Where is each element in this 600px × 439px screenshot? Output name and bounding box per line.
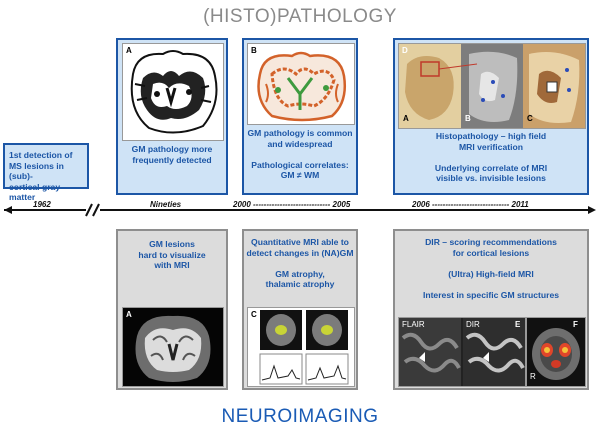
i1-text-2: with MRI <box>154 260 190 270</box>
timeline-label-1962: 1962 <box>33 200 51 209</box>
mri-coronal-slice: A <box>122 307 224 387</box>
sublabel-b: B <box>465 114 471 123</box>
p2-text-2 <box>244 149 356 160</box>
p3-text-4: visible vs. invisible lesions <box>436 173 546 183</box>
timeline-axis <box>4 203 596 217</box>
pathology-box-nineties: A GM pathology more frequently detected <box>116 38 228 195</box>
i2-text-2 <box>244 258 356 269</box>
p2-text-4: GM ≠ WM <box>280 170 320 180</box>
first-box-line1: 1st detection of <box>9 150 73 160</box>
imaging-box-2006-2011: DIR – scoring recommendations for cortic… <box>393 229 589 390</box>
i2-text-4: thalamic atrophy <box>265 279 335 289</box>
brain-section-drawing: A <box>122 43 224 141</box>
sublabel-c: C <box>527 114 533 123</box>
histopathology-images: D A B C <box>398 43 586 129</box>
panel-label-a: A <box>126 46 132 55</box>
i3-text-4 <box>395 279 587 290</box>
panel-label-b: B <box>251 46 257 55</box>
sublabel-a: A <box>403 114 409 123</box>
i2-text-3: GM atrophy, <box>275 268 325 279</box>
timeline-label-nineties: Nineties <box>150 200 182 209</box>
brain-lesion-map: B <box>247 43 355 125</box>
high-field-mri-panel: F R <box>526 317 586 387</box>
pathology-box-2000-2005: B GM pathology is common and widespread … <box>242 38 358 195</box>
i2-text-0: Quantitative MRI able to <box>251 237 349 247</box>
i1-text-0: GM lesions <box>149 239 195 249</box>
p2-text-1: and widespread <box>267 138 333 149</box>
i3-text-1: for cortical lesions <box>452 247 530 258</box>
i3-text-0: DIR – scoring recommendations <box>425 237 557 247</box>
p2-text-0: GM pathology is common <box>247 128 353 138</box>
panel-label-e: E <box>515 320 521 329</box>
first-box-line3: cortical gray matter <box>9 181 61 203</box>
panel-label-f: F <box>573 320 578 329</box>
p3-text-1: MRI verification <box>459 141 523 152</box>
panel-label-c: C <box>251 310 257 319</box>
pathology-title: (HISTO)PATHOLOGY <box>203 6 397 27</box>
first-detection-box: 1st detection of MS lesions in (sub)- co… <box>3 143 89 202</box>
p3-text-0: Histopathology – high field <box>435 131 547 141</box>
quantitative-mri-panel: C <box>247 307 355 387</box>
p1-text-1: frequently detected <box>132 154 212 165</box>
i1-text-1: hard to visualize <box>138 249 206 260</box>
i3-text-3: (Ultra) High-field MRI <box>448 268 534 279</box>
imaging-box-2000-2005: Quantitative MRI able to detect changes … <box>242 229 358 390</box>
p3-text-2 <box>395 152 587 163</box>
i2-text-1: detect changes in (NA)GM <box>246 247 354 258</box>
imaging-box-nineties: GM lesions hard to visualize with MRI A <box>116 229 228 390</box>
p2-text-3: Pathological correlates: <box>251 159 349 170</box>
i3-text-5: Interest in specific GM structures <box>422 289 560 300</box>
panel-label-dir: DIR <box>466 320 480 329</box>
pathology-box-2006-2011: D A B C Histopathology – high field MRI … <box>393 38 589 195</box>
p3-text-3: Underlying correlate of MRI <box>434 162 548 173</box>
panel-label-d: D <box>402 46 408 55</box>
panel-label-a-mri: A <box>126 310 132 319</box>
neuroimaging-title: NEUROIMAGING <box>221 406 379 427</box>
panel-label-flair: FLAIR <box>402 320 425 329</box>
panel-label-r: R <box>530 372 536 381</box>
dir-flair-panel: FLAIR DIR E <box>398 317 526 387</box>
i3-text-2 <box>395 258 587 269</box>
first-box-line2: MS lesions in (sub)- <box>9 160 64 182</box>
timeline-label-2000-2005: 2000 ----------------------------- 2005 <box>233 200 351 209</box>
timeline-label-2006-2011: 2006 ----------------------------- 2011 <box>412 200 529 209</box>
p1-text-0: GM pathology more <box>131 144 213 154</box>
